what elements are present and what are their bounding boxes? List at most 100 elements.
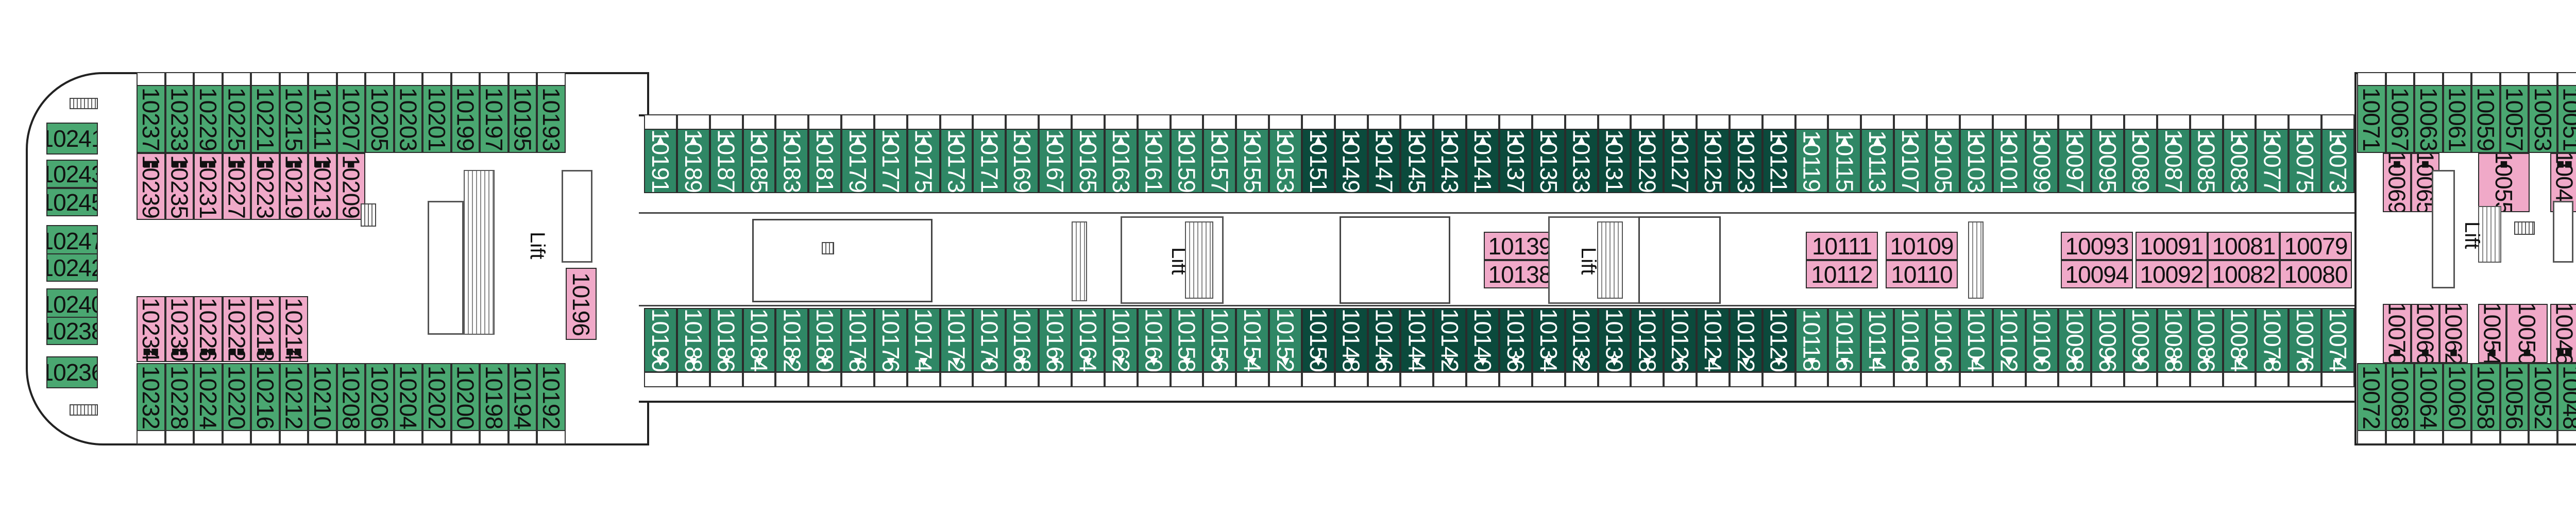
cabin-10188[interactable]: 10188▼ bbox=[676, 308, 710, 372]
cabin-10085[interactable]: 10085▲ bbox=[2190, 129, 2223, 193]
cabin-10155[interactable]: 10155▲ bbox=[1236, 129, 1269, 193]
cabin-10127[interactable]: 10127▲ bbox=[1664, 129, 1697, 193]
cabin-10143[interactable]: 10143▲ bbox=[1433, 129, 1467, 193]
cabin-10243[interactable]: 10243 bbox=[46, 160, 98, 188]
cabin-10161[interactable]: 10161▲ bbox=[1137, 129, 1171, 193]
cabin-10096[interactable]: 10096▼ bbox=[2091, 308, 2125, 372]
cabin-10180[interactable]: 10180▼ bbox=[808, 308, 842, 372]
cabin-10061[interactable]: 10061 bbox=[2443, 85, 2471, 153]
cabin-10230[interactable]: 10230■■ bbox=[165, 296, 194, 362]
cabin-10152[interactable]: 10152▼ bbox=[1269, 308, 1302, 372]
cabin-10191[interactable]: 10191▲ bbox=[644, 129, 677, 193]
cabin-10189[interactable]: 10189▲ bbox=[676, 129, 710, 193]
cabin-10192[interactable]: 10192 bbox=[537, 363, 566, 431]
cabin-10137[interactable]: 10137▲ bbox=[1499, 129, 1532, 193]
cabin-10136[interactable]: 10136▼ bbox=[1499, 308, 1532, 372]
cabin-10051[interactable]: 10051 bbox=[2557, 85, 2576, 153]
cabin-10068[interactable]: 10068 bbox=[2385, 363, 2414, 431]
cabin-10208[interactable]: 10208 bbox=[336, 363, 365, 431]
cabin-10247[interactable]: 10247 bbox=[46, 225, 98, 257]
cabin-10236[interactable]: 10236 bbox=[46, 356, 98, 388]
cabin-10091[interactable]: 10091 bbox=[2136, 232, 2208, 260]
cabin-10190[interactable]: 10190▼ bbox=[644, 308, 677, 372]
cabin-10151[interactable]: 10151▲ bbox=[1301, 129, 1335, 193]
cabin-10123[interactable]: 10123▲ bbox=[1729, 129, 1762, 193]
cabin-10074[interactable]: 10074▼ bbox=[2321, 308, 2354, 372]
cabin-10228[interactable]: 10228 bbox=[165, 363, 194, 431]
cabin-10057[interactable]: 10057 bbox=[2500, 85, 2529, 153]
cabin-10154[interactable]: 10154▼ bbox=[1236, 308, 1269, 372]
cabin-10108[interactable]: 10108▼ bbox=[1894, 308, 1927, 372]
cabin-10211[interactable]: 10211 bbox=[308, 85, 337, 153]
cabin-10059[interactable]: 10059 bbox=[2471, 85, 2500, 153]
cabin-10081[interactable]: 10081 bbox=[2208, 232, 2280, 260]
cabin-10071[interactable]: 10071 bbox=[2357, 85, 2386, 153]
cabin-10239[interactable]: 10239■■ bbox=[137, 153, 165, 220]
cabin-10046[interactable]: 10046■■ bbox=[2550, 304, 2576, 363]
cabin-10164[interactable]: 10164▼ bbox=[1072, 308, 1105, 372]
cabin-10245[interactable]: 10245 bbox=[46, 188, 98, 216]
cabin-10122[interactable]: 10122▼ bbox=[1729, 308, 1762, 372]
cabin-10095[interactable]: 10095▲ bbox=[2091, 129, 2125, 193]
cabin-10118[interactable]: 10118▼ bbox=[1795, 308, 1828, 372]
cabin-10086[interactable]: 10086▼ bbox=[2190, 308, 2223, 372]
cabin-10097[interactable]: 10097▲ bbox=[2058, 129, 2092, 193]
cabin-10225[interactable]: 10225 bbox=[222, 85, 251, 153]
cabin-10157[interactable]: 10157▲ bbox=[1203, 129, 1236, 193]
cabin-10144[interactable]: 10144▼ bbox=[1400, 308, 1434, 372]
cabin-10224[interactable]: 10224 bbox=[194, 363, 223, 431]
cabin-10126[interactable]: 10126▼ bbox=[1664, 308, 1697, 372]
cabin-10237[interactable]: 10237 bbox=[137, 85, 165, 153]
cabin-10056[interactable]: 10056 bbox=[2500, 363, 2529, 431]
cabin-10062[interactable]: 10062■ bbox=[2439, 304, 2468, 363]
cabin-10088[interactable]: 10088▼ bbox=[2157, 308, 2190, 372]
cabin-10055[interactable]: 10055■ bbox=[2478, 153, 2530, 212]
cabin-10133[interactable]: 10133▲ bbox=[1565, 129, 1598, 193]
cabin-10175[interactable]: 10175▲ bbox=[907, 129, 940, 193]
cabin-10103[interactable]: 10103▲ bbox=[1959, 129, 1993, 193]
cabin-10146[interactable]: 10146▼ bbox=[1367, 308, 1401, 372]
cabin-10166[interactable]: 10166▼ bbox=[1039, 308, 1072, 372]
cabin-10142[interactable]: 10142▼ bbox=[1433, 308, 1467, 372]
cabin-10105[interactable]: 10105▲ bbox=[1927, 129, 1960, 193]
cabin-10063[interactable]: 10063 bbox=[2414, 85, 2443, 153]
cabin-10182[interactable]: 10182▼ bbox=[775, 308, 809, 372]
cabin-10209[interactable]: 10209■ bbox=[336, 153, 365, 220]
cabin-10054[interactable]: 10054■ bbox=[2478, 304, 2506, 363]
cabin-10207[interactable]: 10207 bbox=[336, 85, 365, 153]
cabin-10089[interactable]: 10089▲ bbox=[2124, 129, 2157, 193]
cabin-10181[interactable]: 10181▲ bbox=[808, 129, 842, 193]
cabin-10138[interactable]: 10138 bbox=[1484, 260, 1556, 288]
cabin-10159[interactable]: 10159▲ bbox=[1170, 129, 1204, 193]
cabin-10140[interactable]: 10140▼ bbox=[1466, 308, 1499, 372]
cabin-10158[interactable]: 10158▼ bbox=[1170, 308, 1204, 372]
cabin-10072[interactable]: 10072 bbox=[2357, 363, 2386, 431]
cabin-10210[interactable]: 10210 bbox=[308, 363, 337, 431]
cabin-10132[interactable]: 10132▼ bbox=[1565, 308, 1598, 372]
cabin-10129[interactable]: 10129▲ bbox=[1631, 129, 1664, 193]
cabin-10178[interactable]: 10178▼ bbox=[841, 308, 874, 372]
cabin-10070[interactable]: 10070■ bbox=[2383, 304, 2411, 363]
cabin-10206[interactable]: 10206 bbox=[365, 363, 394, 431]
cabin-10235[interactable]: 10235■■ bbox=[165, 153, 194, 220]
cabin-10052[interactable]: 10052 bbox=[2529, 363, 2557, 431]
cabin-10113[interactable]: 10113▲ bbox=[1861, 129, 1894, 193]
cabin-10107[interactable]: 10107▲ bbox=[1894, 129, 1927, 193]
cabin-10075[interactable]: 10075▲ bbox=[2289, 129, 2322, 193]
cabin-10104[interactable]: 10104▼ bbox=[1959, 308, 1993, 372]
cabin-10084[interactable]: 10084▼ bbox=[2223, 308, 2256, 372]
cabin-10078[interactable]: 10078▼ bbox=[2256, 308, 2289, 372]
cabin-10064[interactable]: 10064 bbox=[2414, 363, 2443, 431]
cabin-10165[interactable]: 10165▲ bbox=[1072, 129, 1105, 193]
cabin-10176[interactable]: 10176▼ bbox=[874, 308, 907, 372]
cabin-10124[interactable]: 10124▼ bbox=[1697, 308, 1730, 372]
cabin-10170[interactable]: 10170▼ bbox=[973, 308, 1006, 372]
cabin-10203[interactable]: 10203 bbox=[394, 85, 422, 153]
cabin-10167[interactable]: 10167▲ bbox=[1039, 129, 1072, 193]
cabin-10145[interactable]: 10145▲ bbox=[1400, 129, 1434, 193]
cabin-10238[interactable]: 10238 bbox=[46, 317, 98, 345]
cabin-10216[interactable]: 10216 bbox=[251, 363, 280, 431]
cabin-10087[interactable]: 10087▲ bbox=[2157, 129, 2190, 193]
cabin-10184[interactable]: 10184▼ bbox=[742, 308, 776, 372]
cabin-10149[interactable]: 10149▲ bbox=[1334, 129, 1368, 193]
